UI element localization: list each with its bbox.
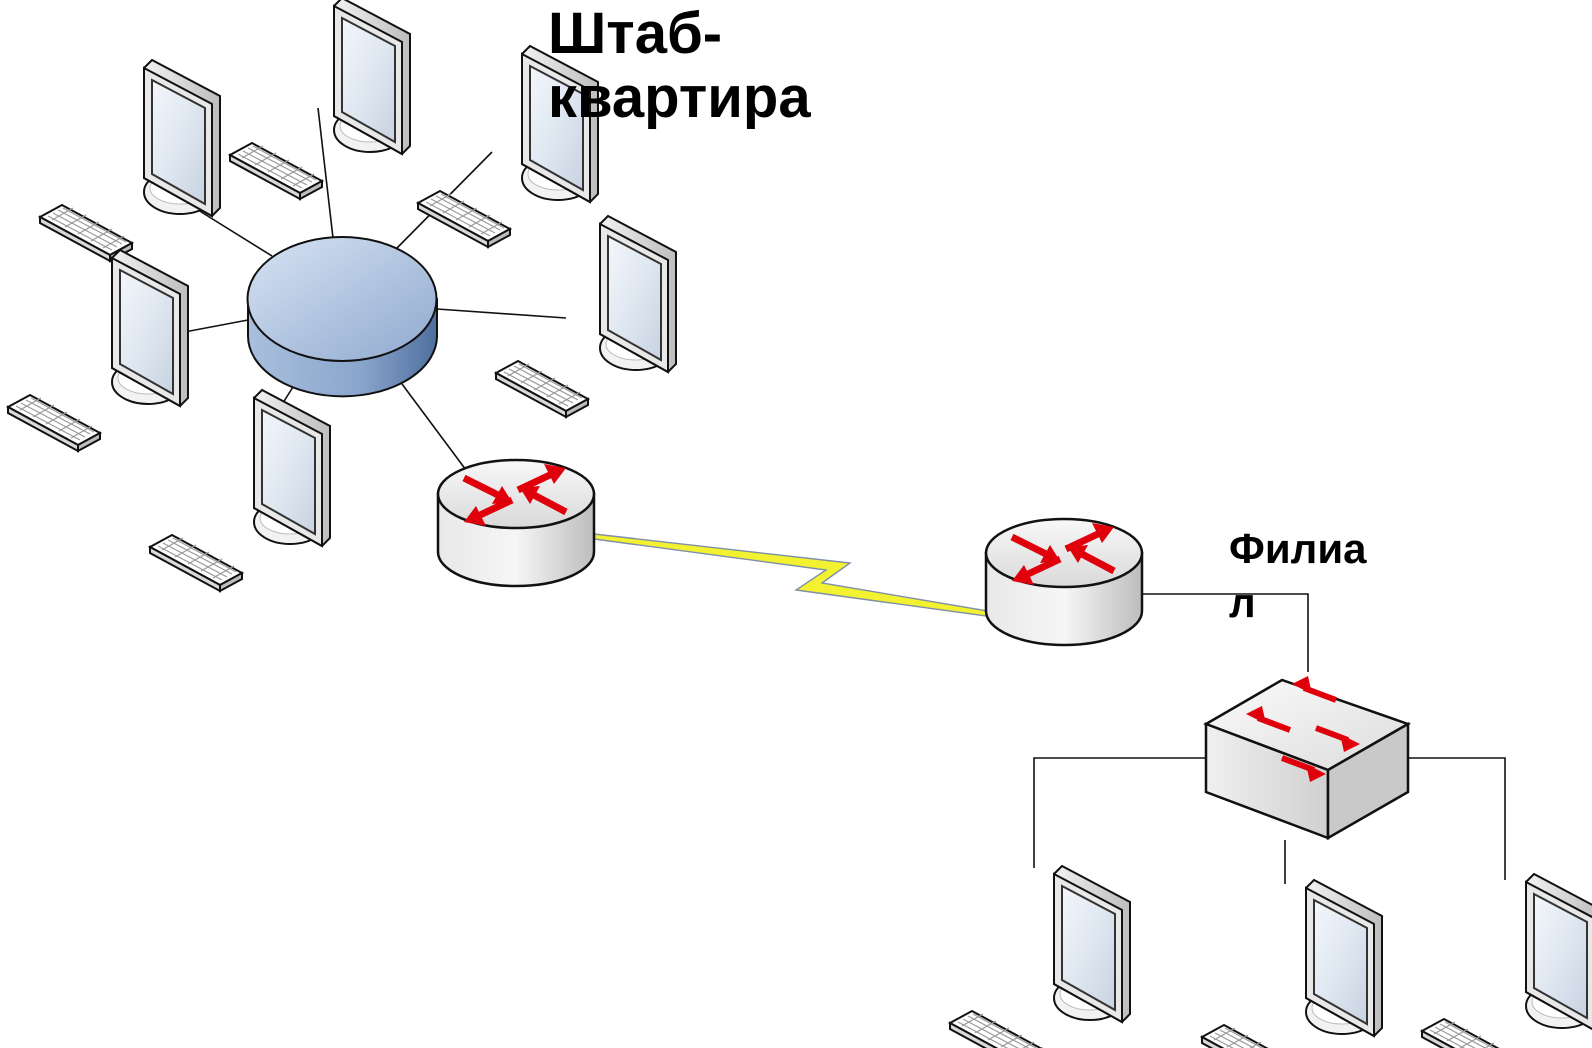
cable-hub-ws2 xyxy=(317,107,334,239)
computer-workstation-icon xyxy=(495,215,677,418)
hq-hub xyxy=(246,236,438,398)
computer-workstation-icon xyxy=(229,0,411,200)
cable-hub-ws1 xyxy=(189,204,273,257)
computer-workstation-icon xyxy=(1201,879,1383,1048)
cable-hub-router xyxy=(401,383,467,471)
computer-workstation-icon xyxy=(149,389,331,592)
headquarters-label: Штаб- квартира xyxy=(548,1,811,130)
branch-label: Филиа л xyxy=(1229,525,1367,626)
cable-switch-ws-left xyxy=(1033,757,1206,868)
hub-disk-icon xyxy=(246,236,438,398)
branch-workstations xyxy=(949,865,1592,1048)
lightning-link-icon xyxy=(593,533,989,617)
cable-switch-ws-right xyxy=(1408,757,1506,880)
cable-router-switch xyxy=(1142,593,1309,672)
cable-hub-ws4 xyxy=(436,308,567,319)
router-icon xyxy=(438,460,594,586)
computer-workstation-icon xyxy=(7,249,189,452)
router-icon xyxy=(986,519,1142,645)
computer-workstation-icon xyxy=(1421,873,1592,1048)
wan-link xyxy=(593,533,989,617)
computer-workstation-icon xyxy=(39,59,221,262)
switch-icon xyxy=(1206,676,1408,838)
computer-workstation-icon xyxy=(949,865,1131,1048)
